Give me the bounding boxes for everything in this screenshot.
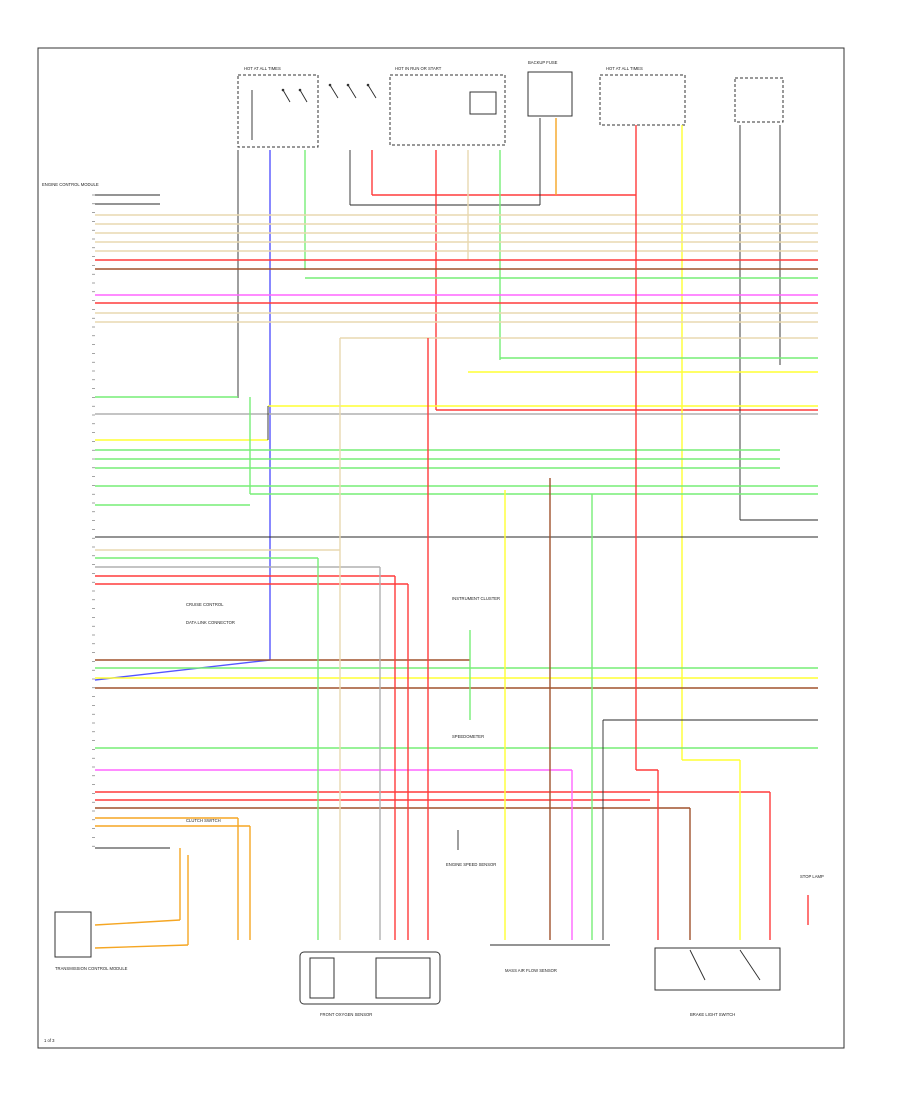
lower-drops xyxy=(94,195,818,949)
transmission-label: TRANSMISSION CONTROL MODULE xyxy=(55,966,128,971)
fuse-block-run: HOT IN RUN OR START xyxy=(389,66,506,146)
header-label-hot-in-run: HOT IN RUN OR START xyxy=(395,66,442,71)
component-mass-airflow: MASS AIR FLOW SENSOR xyxy=(490,944,610,973)
fuse-block-right: HOT AT ALL TIMES xyxy=(599,66,784,126)
relay-group-center xyxy=(328,83,377,99)
stop-lamp-label: STOP LAMP xyxy=(800,874,824,879)
ecm-pin-ticks xyxy=(92,194,95,847)
clutch-label: CLUTCH SWITCH xyxy=(186,818,221,823)
ecm-wire-bus: ENGINE CONTROL MODULE xyxy=(42,182,818,849)
component-cruise-control: CRUISE CONTROL DATA LINK CONNECTOR CLUTC… xyxy=(186,602,235,823)
page-mark: 1 of 3 xyxy=(44,1038,55,1043)
front-o2-label: FRONT OXYGEN SENSOR xyxy=(320,1012,372,1017)
cruise-control-label: CRUISE CONTROL xyxy=(186,602,224,607)
header-label-hot-at-all-times-1: HOT AT ALL TIMES xyxy=(244,66,281,71)
data-link-label: DATA LINK CONNECTOR xyxy=(186,620,235,625)
instrument-cluster-label: INSTRUMENT CLUSTER xyxy=(452,596,500,601)
brake-switch-label: BRAKE LIGHT SWITCH xyxy=(690,1012,735,1017)
ecm-label: ENGINE CONTROL MODULE xyxy=(42,182,99,187)
component-instrument-cluster: INSTRUMENT CLUSTER SPEEDOMETER ENGINE SP… xyxy=(446,596,500,867)
mass-airflow-label: MASS AIR FLOW SENSOR xyxy=(505,968,557,973)
header-label-backup-fuse: BACKUP FUSE xyxy=(528,60,558,65)
fuse-block-left: HOT AT ALL TIMES xyxy=(237,66,319,148)
engine-speed-label: ENGINE SPEED SENSOR xyxy=(446,862,496,867)
header-label-hot-at-all-times-2: HOT AT ALL TIMES xyxy=(606,66,643,71)
speedometer-label: SPEEDOMETER xyxy=(452,734,484,739)
component-transmission: TRANSMISSION CONTROL MODULE xyxy=(54,911,128,971)
component-stop-lamp: STOP LAMP xyxy=(800,874,824,879)
backup-fuse: BACKUP FUSE xyxy=(527,60,573,117)
diagram-frame xyxy=(37,47,845,1049)
component-front-o2: FRONT OXYGEN SENSOR xyxy=(299,951,441,1017)
component-brake-switch: BRAKE LIGHT SWITCH xyxy=(654,947,781,1017)
